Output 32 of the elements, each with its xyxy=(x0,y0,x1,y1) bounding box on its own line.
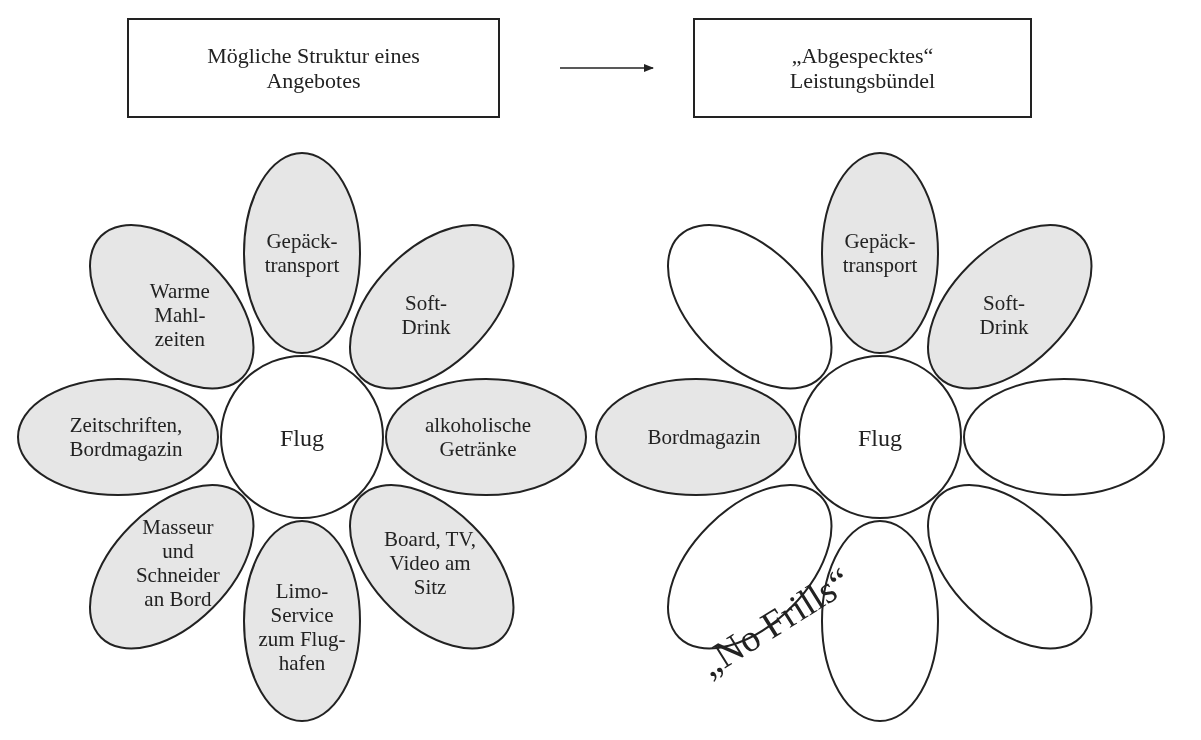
empty-petal xyxy=(667,224,833,390)
box-title: Mögliche Struktur eines Angebotes xyxy=(206,42,421,94)
shaded-petal xyxy=(89,484,255,650)
petal-label: Gepäck- transport xyxy=(841,229,919,278)
shaded-petal xyxy=(385,378,587,496)
petal-label: Gepäck- transport xyxy=(263,229,341,278)
petal-label: Board, TV, Video am Sitz xyxy=(383,527,478,600)
shaded-petal xyxy=(243,152,361,354)
empty-petal xyxy=(927,484,1093,650)
shaded-petal xyxy=(89,224,255,390)
petal-label: Soft- Drink xyxy=(978,290,1030,340)
shaded-petal xyxy=(595,378,797,496)
shaded-petal xyxy=(243,520,361,722)
shaded-petal xyxy=(349,484,515,650)
petal-label: Zeitschriften, Bordmagazin xyxy=(68,413,184,462)
center-label: Flug xyxy=(857,425,903,453)
box-title: „Abgespecktes“ Leistungsbündel xyxy=(788,42,937,94)
title-box xyxy=(127,18,500,118)
shaded-petal xyxy=(927,224,1093,390)
shaded-petal xyxy=(349,224,515,390)
empty-petal xyxy=(963,378,1165,496)
shaded-petal xyxy=(821,152,939,354)
petal-label: Warme Mahl- zeiten xyxy=(148,278,211,352)
shaded-petal xyxy=(17,378,219,496)
petal-label: Limo- Service zum Flug- hafen xyxy=(257,578,347,676)
petal-label: Masseur und Schneider an Bord xyxy=(134,514,221,612)
arrow xyxy=(559,64,654,72)
center-label: Flug xyxy=(279,425,325,453)
petal-label: Bordmagazin xyxy=(646,425,762,450)
title-box xyxy=(693,18,1032,118)
petal-label: Soft- Drink xyxy=(400,290,452,340)
petal-label: alkoholische Getränke xyxy=(423,413,533,462)
